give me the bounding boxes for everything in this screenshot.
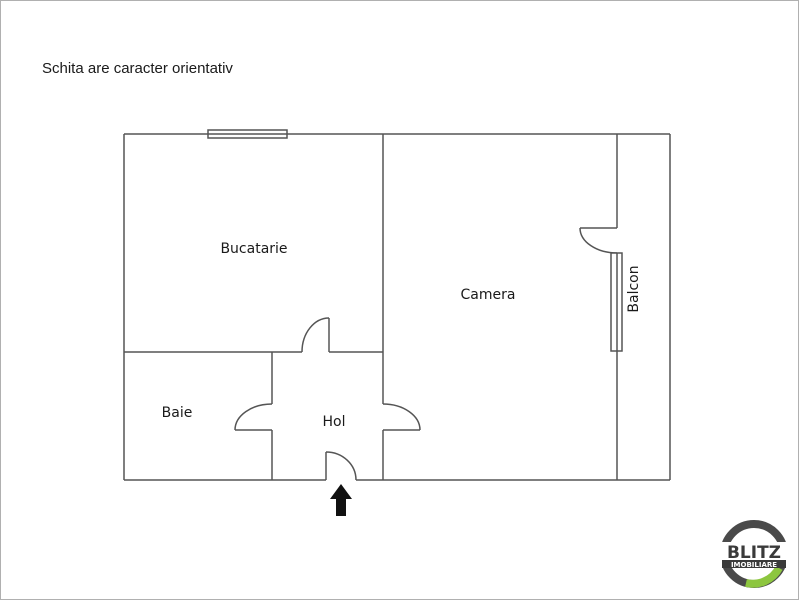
baie-door-arc [234,403,273,431]
kitchen-door-arc [301,317,330,353]
logo-text-imobiliare: IMOBILIARE [731,561,777,569]
disclaimer-caption: Schita are caracter orientativ [42,60,233,77]
room-label-baie: Baie [162,405,193,421]
entrance-door-arc [325,451,357,481]
entrance-arrow-icon [330,484,352,516]
room-label-hol: Hol [323,414,346,430]
blitz-logo: BLITZ IMOBILIARE [720,520,788,588]
room-label-balcon: Balcon [626,265,642,312]
logo-accent-arc [745,565,783,588]
balcon-door-arc [579,227,618,254]
camera-door-arc [382,403,421,431]
room-label-bucatarie: Bucatarie [220,241,287,257]
logo-text-blitz: BLITZ [727,543,781,563]
room-label-camera: Camera [461,287,516,303]
